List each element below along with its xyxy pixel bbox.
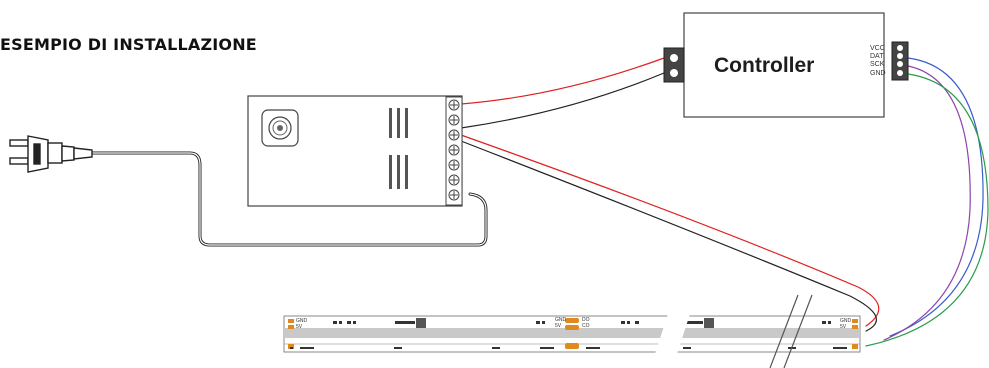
strip-start-label-gnd: GND (296, 318, 308, 324)
controller-input-terminal (663, 47, 685, 83)
power-plug-icon (9, 135, 93, 173)
strip-end-label-5v: 5V (840, 324, 847, 330)
controller-output-terminal (891, 41, 909, 81)
controller-dat-blue-wire (889, 57, 984, 337)
pin-label-dat: DAT (870, 53, 884, 60)
controller-box: Controller VCC DAT SCK GND (663, 12, 909, 118)
strip-start-pads: GND 5V (288, 318, 308, 349)
strip-cut-pads: GND 5V DO CO (555, 317, 590, 349)
psu-to-strip-red-wire (460, 134, 880, 327)
psu-to-strip-black-wire (460, 140, 877, 332)
psu-vents (389, 108, 408, 189)
strip-mid-label-5v: 5V (555, 323, 562, 329)
controller-gnd-green-wire (865, 73, 989, 347)
strip-components (290, 318, 847, 349)
pin-label-gnd: GND (870, 70, 886, 77)
strip-mid-label-co: CO (582, 323, 590, 329)
strip-start-label-5v: 5V (296, 324, 303, 330)
psu-to-controller-black-wire (460, 72, 665, 129)
controller-label: Controller (714, 54, 814, 77)
strip-end-label-gnd: GND (840, 318, 852, 324)
diagram-title: ESEMPIO DI INSTALLAZIONE (0, 35, 257, 54)
strip-break-marks (650, 290, 813, 368)
psu-fan-icon (261, 109, 299, 147)
psu-terminal-block (445, 96, 463, 206)
strip-mid-label-do: DO (582, 317, 590, 323)
strip-mid-label-gnd: GND (555, 317, 567, 323)
strip-end-pads: GND 5V (840, 318, 858, 349)
led-strip: GND 5V (283, 290, 861, 368)
psu-to-controller-red-wire (460, 57, 665, 105)
power-supply-unit (247, 95, 463, 207)
pin-label-sck: SCK (870, 61, 885, 68)
plug-cable-inner (91, 152, 487, 246)
pin-label-vcc: VCC (870, 45, 885, 52)
